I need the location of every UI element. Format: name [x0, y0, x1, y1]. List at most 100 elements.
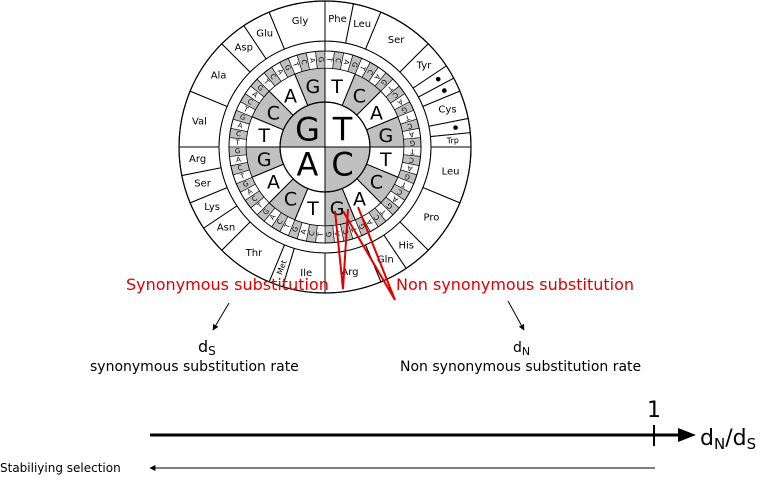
- synonymous-arrow: [334, 208, 349, 290]
- third-base-label: A: [275, 68, 284, 76]
- third-base-label: A: [365, 218, 374, 226]
- amino-acid-label: Arg: [189, 154, 206, 165]
- stop-codon-dot: [453, 125, 458, 130]
- third-base-label: C: [235, 130, 241, 139]
- third-base-label: T: [238, 172, 246, 182]
- third-base-label: T: [283, 222, 293, 231]
- third-base-label: T: [261, 77, 271, 87]
- second-base-label: A: [353, 189, 366, 211]
- third-base-label: A: [308, 57, 317, 63]
- amino-acid-label: Gln: [377, 254, 394, 265]
- non-synonymous-arrow: [342, 206, 396, 301]
- third-base-label: T: [400, 180, 409, 190]
- amino-acid-label: Ala: [211, 70, 227, 81]
- third-base-label: T: [325, 56, 333, 62]
- third-base-label: G: [409, 139, 415, 147]
- third-base-label: A: [391, 194, 400, 203]
- third-base-label: C: [299, 59, 308, 66]
- third-base-label: G: [239, 113, 247, 122]
- third-base-label: G: [283, 64, 293, 72]
- third-base-label: G: [325, 231, 333, 237]
- third-base-label: G: [291, 225, 300, 233]
- second-base-label: A: [370, 103, 383, 125]
- ds-arrow: [212, 302, 230, 331]
- amino-acid-label: Asp: [235, 43, 253, 54]
- substitution-arrows: [334, 206, 396, 301]
- amino-acid-label: Leu: [442, 166, 460, 177]
- dn-caption: Non synonymous substitution rate: [400, 359, 641, 375]
- second-base-label: C: [284, 189, 297, 211]
- amino-acid-label: Glu: [256, 29, 273, 40]
- third-base-label: C: [372, 213, 381, 222]
- third-base-label: A: [250, 90, 259, 99]
- third-base-label: A: [342, 59, 351, 66]
- third-base-label: C: [308, 230, 317, 236]
- third-base-label: T: [255, 201, 265, 211]
- amino-acid-label: His: [398, 240, 414, 251]
- third-base-label: A: [372, 72, 381, 81]
- first-base-label: A: [297, 146, 319, 184]
- second-base-label: G: [257, 149, 272, 171]
- third-base-label: A: [235, 156, 241, 165]
- third-base-label: T: [234, 139, 240, 147]
- second-base-label: A: [284, 85, 297, 107]
- third-base-label: G: [261, 207, 271, 216]
- third-base-label: C: [408, 156, 414, 165]
- amino-acid-label: Ile: [300, 268, 312, 279]
- third-base-label: T: [403, 113, 411, 123]
- third-base-label: C: [396, 187, 404, 196]
- third-base-label: A: [268, 213, 277, 222]
- amino-acid-label: Thr: [245, 248, 263, 259]
- second-base-label: T: [379, 149, 392, 171]
- first-base-label: G: [295, 110, 320, 148]
- second-base-label: A: [267, 171, 280, 193]
- third-base-label: A: [299, 228, 308, 235]
- third-base-label: C: [268, 72, 277, 81]
- third-base-label: A: [246, 187, 254, 196]
- third-base-label: C: [365, 68, 374, 76]
- third-base-label: T: [379, 207, 389, 217]
- third-base-label: C: [246, 97, 254, 106]
- ds-symbol: dS: [198, 337, 216, 358]
- third-base-label: G: [379, 77, 389, 86]
- stop-codon-dot: [435, 76, 441, 82]
- inner-circle: [279, 101, 371, 193]
- third-base-label: G: [255, 83, 264, 93]
- ds-caption: synonymous substitution rate: [90, 359, 299, 375]
- third-base-label: A: [237, 121, 244, 130]
- third-base-label: C: [334, 57, 343, 63]
- amino-acid-label: Ser: [194, 179, 212, 190]
- third-base-label: A: [408, 130, 414, 139]
- third-base-label: T: [241, 105, 250, 115]
- third-base-label: G: [385, 201, 394, 211]
- stabilizing-label: Stabiliying selection: [0, 461, 121, 475]
- second-base-label: T: [330, 76, 343, 98]
- non-synonymous-label: Non synonymous substitution: [396, 275, 634, 294]
- third-base-label: T: [317, 231, 325, 237]
- amino-acid-label: Phe: [328, 14, 347, 25]
- third-base-label: C: [275, 218, 284, 226]
- second-base-label: G: [330, 198, 345, 220]
- outer-circle: [178, 0, 472, 294]
- second-base-label: G: [378, 125, 393, 147]
- third-base-label: C: [250, 194, 259, 203]
- amino-acid-label: Arg: [341, 267, 358, 278]
- third-base-label: T: [291, 60, 301, 68]
- ratio-axis-arrowhead: [678, 428, 696, 442]
- amino-acid-label: Pro: [423, 213, 439, 224]
- third-base-label: T: [409, 147, 415, 155]
- third-base-label: T: [385, 83, 395, 93]
- third-base-label: G: [350, 61, 359, 69]
- third-base-label: A: [406, 164, 413, 173]
- synonymous-label: Synonymous substitution: [126, 275, 329, 294]
- third-base-label: G: [358, 222, 368, 230]
- third-base-label: G: [400, 105, 408, 115]
- stop-codon-dot: [442, 88, 447, 93]
- third-base-label: C: [406, 121, 413, 130]
- third-base-label: G: [317, 57, 325, 63]
- second-base-label: T: [306, 198, 319, 220]
- third-base-label: T: [358, 63, 368, 72]
- first-base-label: T: [332, 110, 353, 148]
- amino-acid-label: Val: [192, 117, 207, 128]
